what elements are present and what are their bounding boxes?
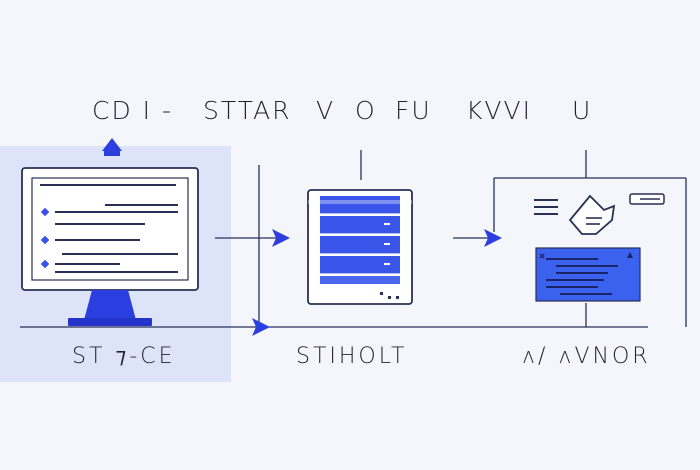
header-segment-6: KVVI [466, 96, 532, 125]
monitor-icon [21, 167, 199, 326]
caption-dashboard: ʌ/ ʌVNOR [522, 344, 651, 369]
server-icon [307, 189, 413, 305]
header-segment-2: STTAR [203, 96, 292, 125]
arrow-right-icon [252, 318, 270, 336]
header-segment-1: CD I - [92, 96, 173, 125]
header-segment-4: O [355, 96, 377, 125]
connector-lines [20, 150, 687, 328]
arrow-up-icon [102, 138, 122, 151]
arrow-right-icon [484, 229, 502, 247]
header-segment-3: V [316, 96, 336, 125]
dashboard-icon [534, 193, 665, 302]
header-segment-7: U [572, 96, 593, 125]
arrow-right-icon [272, 229, 290, 247]
caption-server: STIHOLT [296, 344, 408, 369]
header-segment-5: FU [395, 96, 432, 125]
caption-monitor: ST ⁊-CE [72, 344, 176, 369]
